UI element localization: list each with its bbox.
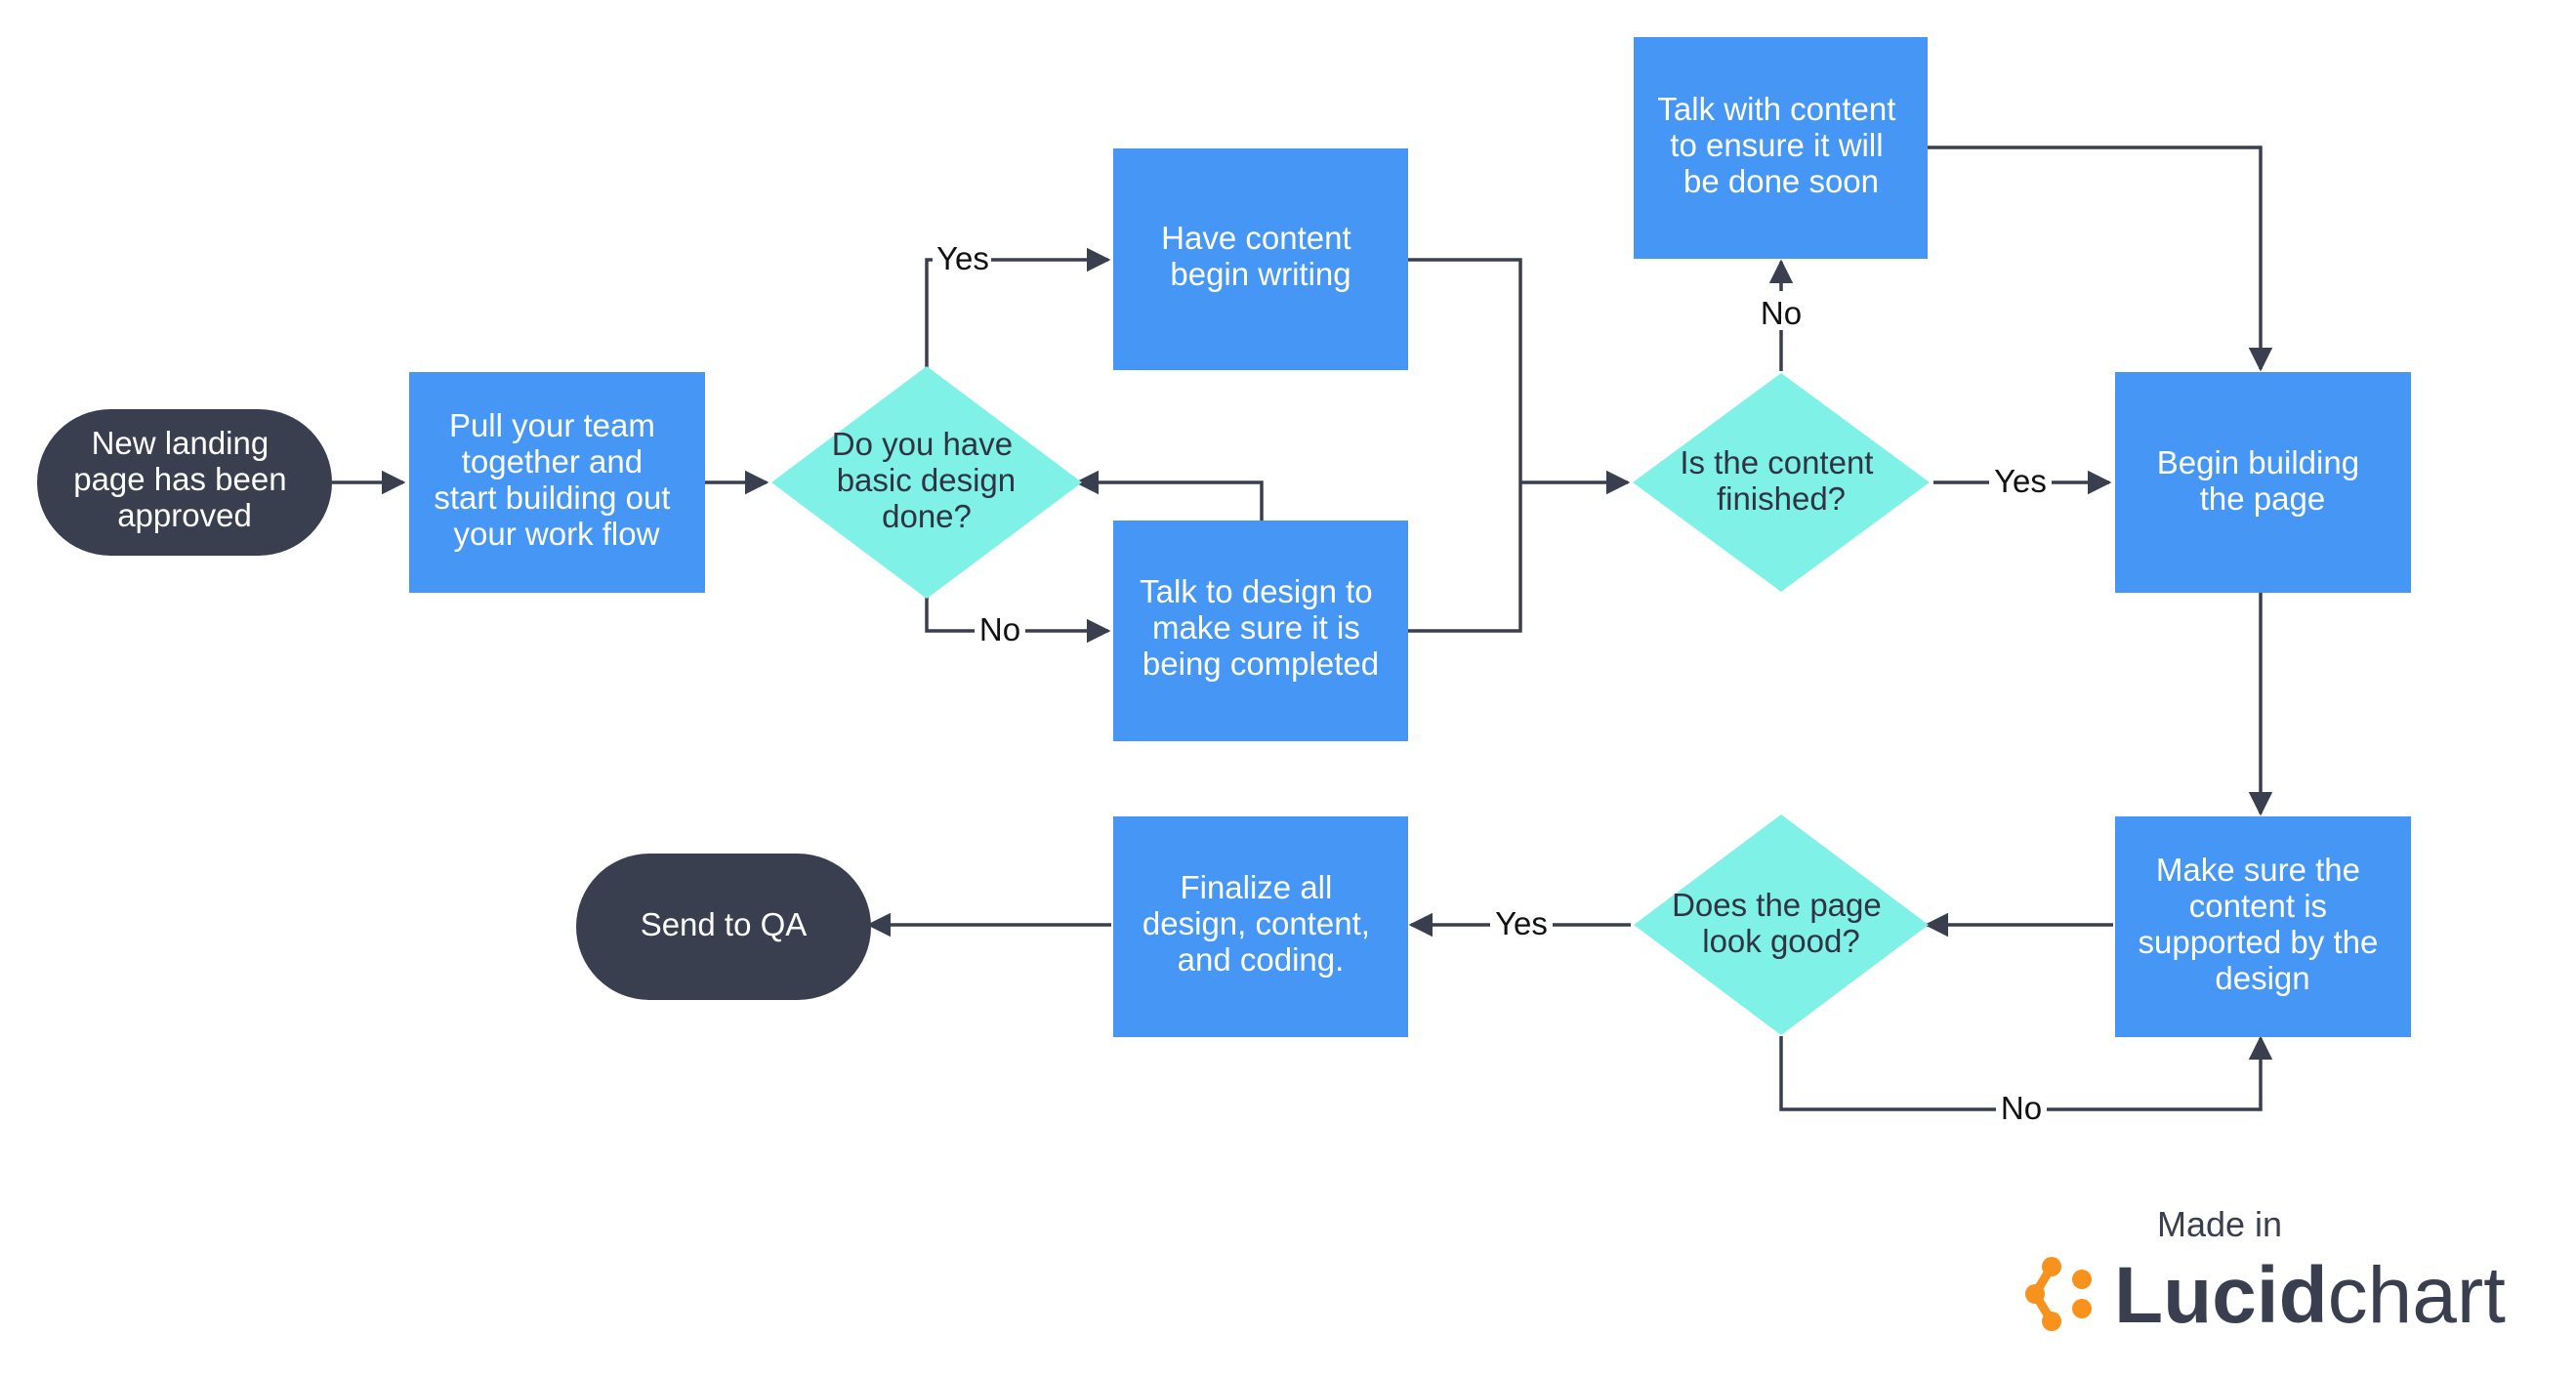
edge-label-content-no: No: [1761, 295, 1802, 331]
brand-chart: chart: [2328, 1251, 2507, 1340]
node-supported-line: content is: [2189, 888, 2327, 924]
svg-text:Begin building the pag: Begin building the page: [2157, 444, 2369, 517]
terminal-shape: [37, 409, 332, 556]
node-talk-content: Talk with content to ensure it will be d…: [1634, 37, 1928, 259]
node-look-question-line: look good?: [1702, 923, 1859, 959]
node-design-question-line: basic design: [837, 462, 1016, 498]
svg-text:Finalize all design, c: Finalize all design, content, and coding…: [1143, 869, 1379, 978]
node-talk-content-line: be done soon: [1683, 163, 1879, 199]
terminal-shape: [576, 854, 871, 1000]
node-content-line: Have content: [1161, 220, 1350, 256]
edge-labels: Yes No No Yes Yes No: [933, 238, 2052, 1129]
svg-text:Lucidchart: Lucidchart: [2114, 1251, 2506, 1340]
edge-talk-design-back: [1074, 470, 1264, 521]
node-supported-line: Make sure the: [2156, 852, 2360, 888]
edge-design-q-no: [925, 596, 1111, 644]
edge-design-q-yes: [925, 247, 1111, 369]
node-look-question-line: Does the page: [1672, 887, 1882, 923]
node-team-line: your work flow: [454, 516, 660, 552]
process-shape: [1113, 816, 1408, 1037]
lucid-logo-icon: [2025, 1257, 2092, 1331]
node-team-line: together and: [462, 443, 643, 480]
node-talk-design-line: make sure it is: [1152, 609, 1360, 646]
node-design-question-line: done?: [882, 498, 972, 534]
node-content-question: Is the content finished?: [1633, 373, 1930, 592]
branding: Made in Lucidchart: [2025, 1204, 2506, 1340]
decision-shape: [1633, 373, 1930, 592]
svg-text:Is the content finishe: Is the content finished?: [1680, 444, 1882, 517]
process-shape: [2115, 372, 2411, 593]
svg-text:Talk with content to e: Talk with content to ensure it will be d…: [1657, 91, 1904, 199]
edge-label-design-yes: Yes: [936, 240, 989, 276]
node-start-line: New landing: [92, 425, 270, 461]
node-build-line: the page: [2200, 480, 2325, 517]
svg-text:Have content begin wri: Have content begin writing: [1161, 220, 1360, 292]
edge-label-look-yes: Yes: [1495, 905, 1548, 941]
svg-text:Does the page look goo: Does the page look good?: [1672, 887, 1890, 959]
edge-content-to-merge: [1408, 258, 1522, 633]
node-team: Pull your team together and start buildi…: [409, 372, 705, 593]
node-finalize-line: Finalize all: [1180, 869, 1332, 905]
node-content-line: begin writing: [1170, 256, 1350, 292]
edge-talk-content-to-build: [1928, 146, 2273, 372]
node-start: New landing page has been approved: [37, 409, 332, 556]
process-shape: [1113, 521, 1408, 741]
node-finalize-line: design, content,: [1143, 905, 1370, 941]
node-build: Begin building the page: [2115, 372, 2411, 593]
node-build-line: Begin building: [2157, 444, 2359, 480]
node-finalize-line: and coding.: [1178, 941, 1345, 978]
node-look-question: Does the page look good?: [1634, 814, 1929, 1035]
edge-label-design-no: No: [979, 611, 1020, 647]
node-team-line: Pull your team: [449, 407, 655, 443]
process-shape: [2115, 816, 2411, 1037]
process-shape: [409, 372, 705, 593]
decision-shape: [771, 366, 1082, 599]
svg-text:Make sure the content: Make sure the content is supported by th…: [2138, 852, 2387, 996]
node-finalize: Finalize all design, content, and coding…: [1113, 816, 1408, 1037]
svg-text:Do you have basic desi: Do you have basic design done?: [832, 426, 1025, 534]
node-content-question-line: finished?: [1717, 480, 1846, 517]
node-start-line: page has been: [73, 461, 286, 497]
node-design-question: Do you have basic design done?: [771, 366, 1082, 599]
edge-label-look-no: No: [2001, 1090, 2042, 1126]
node-content-question-line: Is the content: [1680, 444, 1873, 480]
node-content: Have content begin writing: [1113, 148, 1408, 370]
node-talk-design-line: being completed: [1143, 646, 1379, 682]
process-shape: [1634, 37, 1928, 259]
node-talk-content-line: Talk with content: [1657, 91, 1895, 127]
svg-text:Talk to design to make: Talk to design to make sure it is being …: [1140, 573, 1382, 682]
node-talk-design: Talk to design to make sure it is being …: [1113, 521, 1408, 741]
nodes: New landing page has been approved Pull …: [37, 37, 2411, 1037]
node-start-line: approved: [117, 497, 252, 533]
node-supported-line: supported by the: [2138, 924, 2378, 960]
node-supported-line: design: [2215, 960, 2309, 996]
node-talk-design-line: Talk to design to: [1140, 573, 1372, 609]
node-talk-content-line: to ensure it will: [1670, 127, 1883, 163]
node-qa: Send to QA: [576, 854, 871, 1000]
node-team-line: start building out: [434, 480, 670, 516]
svg-text:Pull your team togethe: Pull your team together and start buildi…: [434, 407, 679, 552]
edge-label-content-yes: Yes: [1994, 463, 2047, 499]
process-shape: [1113, 148, 1408, 370]
decision-shape: [1634, 814, 1929, 1035]
made-in-label: Made in: [2157, 1204, 2282, 1244]
node-supported: Make sure the content is supported by th…: [2115, 816, 2411, 1037]
node-qa-line: Send to QA: [641, 906, 808, 942]
node-design-question-line: Do you have: [832, 426, 1013, 462]
svg-text:New landing page has b: New landing page has been approved: [73, 425, 296, 533]
brand-lucid: Lucid: [2114, 1251, 2328, 1340]
